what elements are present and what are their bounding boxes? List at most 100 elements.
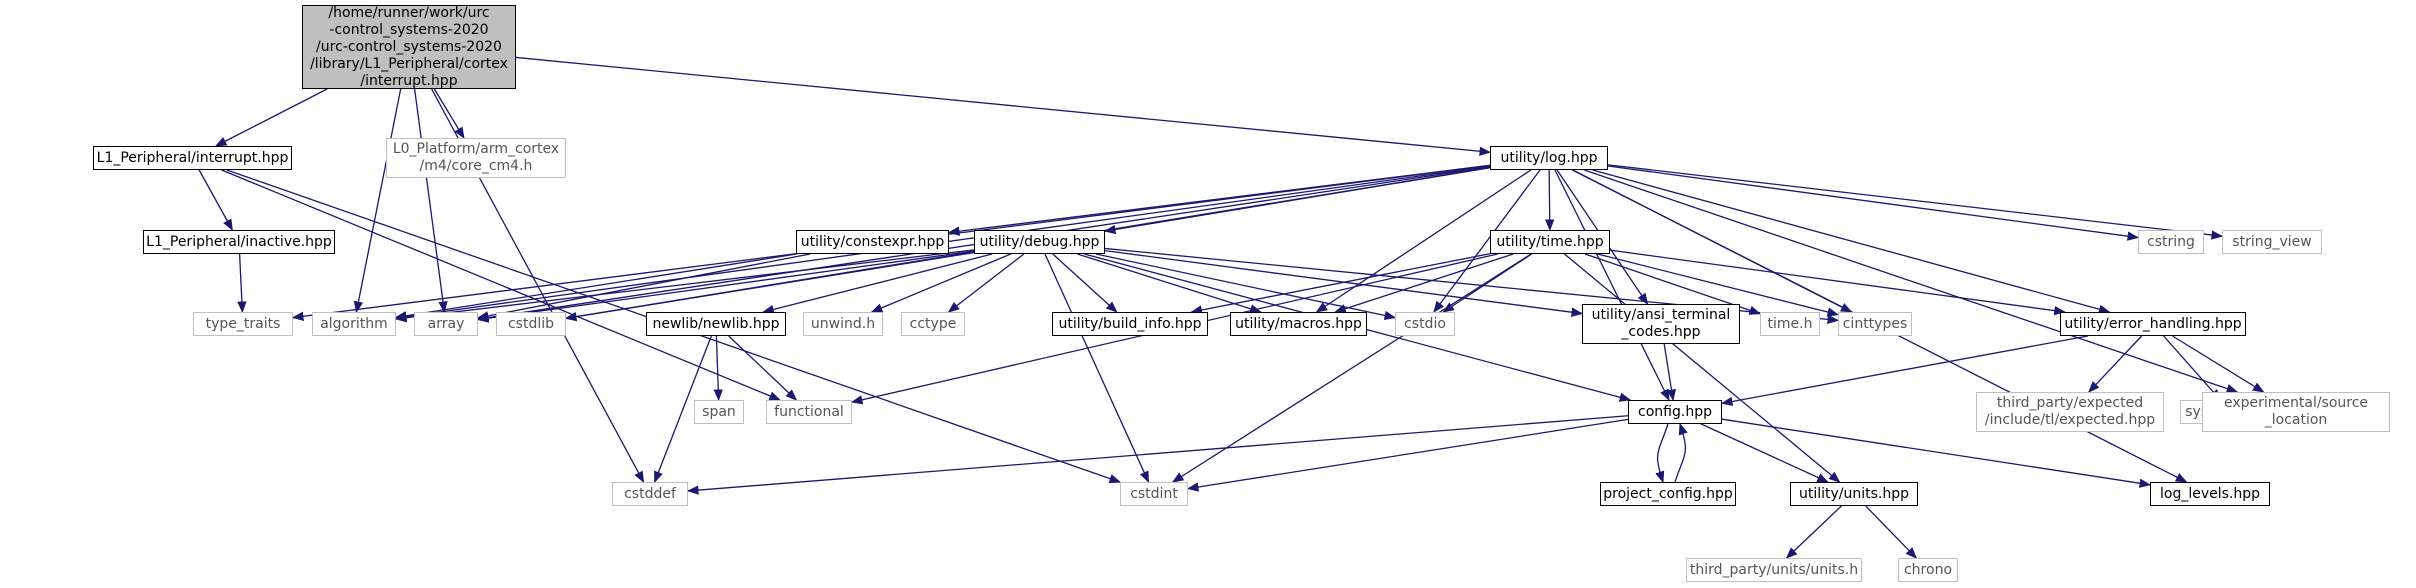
- edge-time-to-macros: [1334, 253, 1514, 314]
- node-cstring[interactable]: cstring: [2138, 230, 2204, 254]
- node-label: L0_Platform/arm_cortex /m4/core_cm4.h: [392, 141, 560, 174]
- node-cstddef[interactable]: cstddef: [612, 482, 688, 506]
- node-macros-hpp[interactable]: utility/macros.hpp: [1230, 312, 1367, 336]
- node-functional[interactable]: functional: [766, 400, 852, 424]
- node-cinttypes[interactable]: cinttypes: [1838, 312, 1912, 336]
- node-l1-interrupt-hpp[interactable]: L1_Peripheral/interrupt.hpp: [93, 146, 292, 170]
- node-label: /home/runner/work/urc -control_systems-2…: [310, 4, 508, 89]
- edge-constexpr-to-array: [476, 253, 811, 321]
- node-cstdio[interactable]: cstdio: [1395, 312, 1455, 336]
- node-chrono[interactable]: chrono: [1898, 558, 1958, 582]
- node-newlib-hpp[interactable]: newlib/newlib.hpp: [646, 312, 786, 336]
- node-label: type_traits: [205, 315, 281, 332]
- edge-l1_inactive-to-type_traits: [237, 253, 247, 314]
- node-type-traits[interactable]: type_traits: [193, 312, 293, 336]
- edge-log-to-macros: [1315, 169, 1532, 313]
- edge-time-to-units: [1564, 253, 1841, 483]
- edge-error_handling-to-source_location: [2172, 335, 2265, 393]
- node-unwind-h[interactable]: unwind.h: [803, 312, 883, 336]
- edge-error_handling-to-expected: [2088, 335, 2143, 393]
- node-label: utility/error_handling.hpp: [2064, 315, 2242, 332]
- edge-config-to-cstddef: [686, 415, 1629, 495]
- edge-config-to-project_config: [1655, 423, 1669, 484]
- node-core-cm4-h[interactable]: L0_Platform/arm_cortex /m4/core_cm4.h: [386, 138, 566, 178]
- node-cstdlib[interactable]: cstdlib: [496, 312, 566, 336]
- edge-log-to-config: [1554, 169, 1670, 402]
- node-ansi-terminal-codes-hpp[interactable]: utility/ansi_terminal _codes.hpp: [1582, 304, 1740, 344]
- node-array[interactable]: array: [414, 312, 478, 336]
- node-label: newlib/newlib.hpp: [652, 315, 780, 332]
- node-constexpr-hpp[interactable]: utility/constexpr.hpp: [796, 230, 949, 254]
- node-label: span: [702, 403, 736, 420]
- node-label: cinttypes: [1842, 315, 1908, 332]
- node-label: utility/debug.hpp: [979, 233, 1100, 250]
- node-label: chrono: [1903, 561, 1953, 578]
- edge-ansi-to-config: [1663, 343, 1677, 402]
- node-source-location[interactable]: experimental/source _location: [2202, 392, 2390, 432]
- edge-newlib-to-cstddef: [654, 335, 712, 484]
- edge-config-to-cstdint: [1186, 418, 1629, 492]
- node-string-view[interactable]: string_view: [2222, 230, 2322, 254]
- node-label: algorithm: [320, 315, 388, 332]
- node-label: third_party/expected /include/tl/expecte…: [1984, 395, 2156, 428]
- edge-time-to-cinttypes: [1597, 253, 1840, 317]
- edge-debug-to-cstdint: [1044, 253, 1150, 484]
- node-span[interactable]: span: [694, 400, 744, 424]
- node-cctype[interactable]: cctype: [901, 312, 965, 336]
- node-log-hpp[interactable]: utility/log.hpp: [1490, 146, 1608, 170]
- edge-log-to-source_location: [1584, 169, 2239, 394]
- node-label: functional: [774, 403, 844, 420]
- edge-debug-to-macros: [1077, 253, 1262, 314]
- edge-debug-to-unwind: [870, 253, 1011, 313]
- node-label: cctype: [909, 315, 957, 332]
- node-units-hpp[interactable]: utility/units.hpp: [1790, 482, 1918, 506]
- node-label: cstring: [2147, 233, 2195, 250]
- edge-l1_interrupt-to-l1_inactive: [198, 169, 233, 232]
- edge-root-to-algorithm: [353, 88, 402, 314]
- node-project-config-hpp[interactable]: project_config.hpp: [1600, 482, 1736, 506]
- node-label: cstdio: [1404, 315, 1446, 332]
- node-label: third_party/units/units.h: [1689, 561, 1859, 578]
- node-debug-hpp[interactable]: utility/debug.hpp: [974, 230, 1105, 254]
- edge-newlib-to-span: [713, 335, 723, 402]
- node-config-hpp[interactable]: config.hpp: [1628, 400, 1722, 424]
- edge-debug-to-build_info: [1052, 253, 1118, 313]
- node-units-h[interactable]: third_party/units/units.h: [1686, 558, 1862, 582]
- edge-l1_interrupt-to-functional: [221, 169, 781, 401]
- node-label: utility/log.hpp: [1500, 149, 1598, 166]
- edge-log-to-error_handling: [1592, 169, 2111, 314]
- edge-debug-to-newlib: [762, 253, 993, 314]
- node-algorithm[interactable]: algorithm: [312, 312, 396, 336]
- node-label: config.hpp: [1638, 403, 1712, 420]
- node-build-info-hpp[interactable]: utility/build_info.hpp: [1052, 312, 1208, 336]
- edge-root-to-core_cm4: [433, 88, 465, 140]
- edge-debug-to-algorithm: [394, 249, 975, 323]
- node-label: project_config.hpp: [1603, 485, 1733, 502]
- node-label: L1_Peripheral/interrupt.hpp: [96, 149, 289, 166]
- node-label: utility/units.hpp: [1798, 485, 1910, 502]
- edge-units-to-chrono: [1865, 505, 1918, 559]
- edge-debug-to-cctype: [947, 253, 1025, 313]
- node-error-handling-hpp[interactable]: utility/error_handling.hpp: [2060, 312, 2246, 336]
- edge-time-to-build_info: [1190, 253, 1491, 315]
- node-time-h[interactable]: time.h: [1760, 312, 1820, 336]
- node-time-hpp[interactable]: utility/time.hpp: [1490, 230, 1610, 254]
- edge-units-to-units_h: [1785, 505, 1842, 559]
- edge-debug-to-cstdio: [1095, 253, 1397, 321]
- edge-root-to-log: [515, 56, 1492, 156]
- node-label: cstdint: [1130, 485, 1178, 502]
- node-label: utility/time.hpp: [1496, 233, 1604, 250]
- edge-debug-to-array: [476, 250, 975, 323]
- edge-time-to-error_handling: [1609, 249, 2066, 316]
- edge-log-to-string_view: [1607, 164, 2224, 240]
- edge-log-to-cstring: [1607, 165, 2140, 241]
- edge-root-to-l1_interrupt: [214, 88, 328, 147]
- node-expected-hpp[interactable]: third_party/expected /include/tl/expecte…: [1976, 392, 2164, 432]
- edge-root-to-array: [413, 88, 448, 314]
- node-root-interrupt-hpp[interactable]: /home/runner/work/urc -control_systems-2…: [302, 5, 516, 89]
- node-cstdint[interactable]: cstdint: [1120, 482, 1188, 506]
- node-l1-inactive-hpp[interactable]: L1_Peripheral/inactive.hpp: [143, 230, 335, 254]
- edge-log-to-time: [1545, 169, 1555, 232]
- node-log-levels-hpp[interactable]: log_levels.hpp: [2150, 482, 2270, 506]
